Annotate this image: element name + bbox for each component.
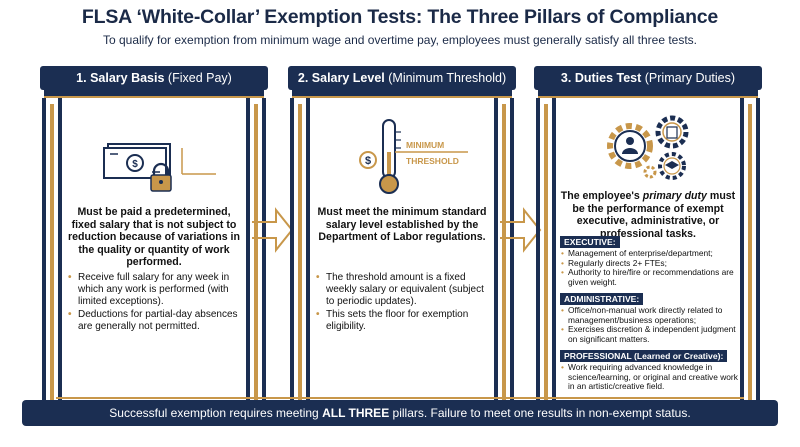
gears-and-people-icon [607,115,689,180]
column-left [536,98,556,408]
list-item: Deductions for partial-day absences are … [68,309,242,333]
pillar-title-bold: 1. Salary Basis [76,71,165,85]
cash-and-padlock-icon: $ [103,143,216,192]
column-left [290,98,310,408]
footer-accent-line [56,397,744,399]
dollar-symbol: $ [365,155,371,167]
footer-banner: Successful exemption requires meeting AL… [22,400,778,426]
list-item: Regularly directs 2+ FTEs; [560,258,738,269]
pillar-body: $ Must be paid a predetermined, fixed sa… [66,106,242,402]
list-item: Work requiring advanced knowledge in sci… [560,362,738,392]
pillar-body: The employee's primary duty must be the … [560,106,738,402]
pillar-lead-text: Must be paid a predetermined, fixed sala… [68,206,240,269]
svg-text:$: $ [132,159,138,170]
pillar-title: 2. Salary Level (Minimum Threshold) [288,66,516,90]
pillar-bullet-list: Receive full salary for any week in whic… [68,272,242,334]
pillar-title-bold: 3. Duties Test [560,71,642,85]
page-subtitle: To qualify for exemption from minimum wa… [102,33,698,47]
column-right [740,98,760,408]
footer-bold: ALL THREE [322,406,390,420]
threshold-label: THRESHOLD [406,156,459,166]
section-label-executive: EXECUTIVE: [560,236,620,248]
minimum-label: MINIMUM [406,140,444,150]
page-title: FLSA ‘White-Collar’ Exemption Tests: The… [81,6,719,28]
footer-post: pillars. Failure to meet one results in … [389,406,691,420]
pillar-lead-text: Must meet the minimum standard salary le… [317,206,487,244]
column-right [494,98,514,408]
list-item: The threshold amount is a fixed weekly s… [316,272,490,308]
pillar-title-light: (Minimum Threshold) [388,71,507,85]
capital-band [44,90,264,98]
footer-pre: Successful exemption requires meeting [109,406,323,420]
pillar-salary-level: 2. Salary Level (Minimum Threshold) $ MI… [288,66,516,412]
list-item: Management of enterprise/department; [560,248,738,259]
pillar-title-bold: 2. Salary Level [297,71,385,85]
list-item: Receive full salary for any week in whic… [68,272,242,308]
arrow-right-icon [500,207,542,253]
pillar-salary-basis: 1. Salary Basis (Fixed Pay) $ Must be pa… [40,66,268,412]
pillar-title-light: (Primary Duties) [644,71,736,85]
pillar-body: $ MINIMUM THRESHOLD Must meet the minimu… [314,106,490,402]
section-label-administrative: ADMINISTRATIVE: [560,293,644,305]
list-item: This sets the floor for exemption eligib… [316,309,490,333]
pillar-title: 1. Salary Basis (Fixed Pay) [40,66,268,90]
pillar-title-light: (Fixed Pay) [167,71,232,85]
pillar-bullet-list: The threshold amount is a fixed weekly s… [316,272,490,334]
pillar-lead-text: The employee's primary duty must be the … [560,190,736,240]
section-label-professional: PROFESSIONAL (Learned or Creative): [560,350,728,362]
list-item: Office/non-manual work directly related … [560,305,738,325]
pillar-title: 3. Duties Test (Primary Duties) [534,66,762,90]
list-item: Exercises discretion & independent judgm… [560,324,738,344]
capital-band [538,90,758,98]
lead-post: must be the performance of exempt execut… [572,190,736,240]
administrative-list: Office/non-manual work directly related … [560,305,738,344]
professional-list: Work requiring advanced knowledge in sci… [560,362,738,392]
lead-emphasis: primary duty [642,190,707,202]
column-left [42,98,62,408]
column-right [246,98,266,408]
list-item: Authority to hire/fire or recommendation… [560,267,738,287]
pillar-duties-test: 3. Duties Test (Primary Duties) The empl… [534,66,762,412]
capital-band [292,90,512,98]
executive-list: Management of enterprise/department; Reg… [560,248,738,287]
thermometer-icon: $ MINIMUM THRESHOLD [359,119,468,194]
lead-pre: The employee's [560,190,643,202]
